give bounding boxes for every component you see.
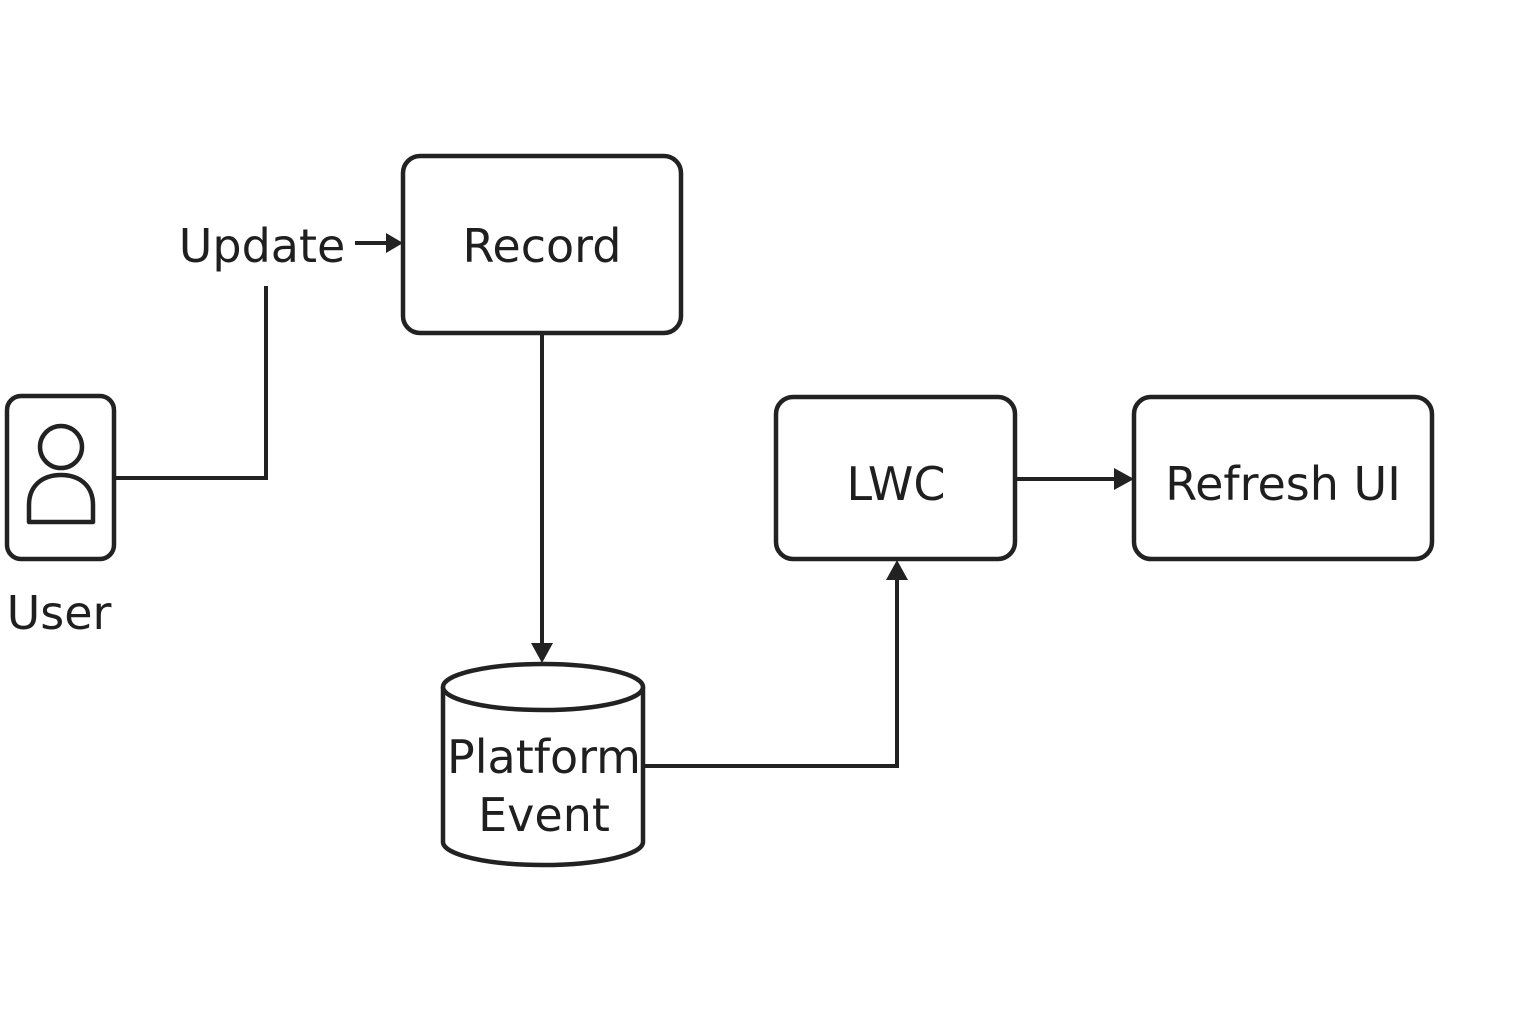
platform-event-label-line1: Platform: [447, 730, 641, 784]
refresh-ui-box: [1131, 394, 1435, 562]
edge-platform-event-to-lwc: [644, 560, 908, 768]
record-label: Record: [463, 219, 622, 273]
user-label: User: [7, 586, 112, 640]
arrowhead-into-lwc: [886, 560, 908, 580]
lwc-box: [773, 394, 1018, 562]
arrowhead-into-platform-event: [531, 643, 553, 663]
record-box: [400, 153, 684, 336]
lwc-label: LWC: [846, 457, 945, 511]
edge-lwc-to-refresh-ui: [1016, 468, 1134, 490]
node-refresh-ui: Refresh UI: [1131, 394, 1435, 562]
edge-user-to-record: Update: [114, 219, 403, 480]
edge-record-to-platform-event: [531, 334, 553, 663]
edge-label-update: Update: [179, 219, 346, 273]
arrowhead-into-record: [386, 233, 403, 253]
user-icon: [26, 423, 96, 525]
user-device-frame: [4, 393, 117, 562]
node-platform-event: Platform Event: [440, 661, 646, 868]
refresh-ui-label: Refresh UI: [1165, 457, 1401, 511]
arrowhead-into-refresh-ui: [1114, 468, 1134, 490]
edge-platform-event-to-lwc-line: [644, 578, 899, 768]
edge-user-to-update-line: [114, 286, 268, 480]
platform-event-cylinder-body: [440, 687, 646, 868]
platform-event-cylinder-top: [440, 661, 646, 713]
node-record: Record: [400, 153, 684, 336]
node-user: User: [4, 393, 117, 640]
platform-event-label-line2: Event: [478, 788, 610, 842]
node-lwc: LWC: [773, 394, 1018, 562]
